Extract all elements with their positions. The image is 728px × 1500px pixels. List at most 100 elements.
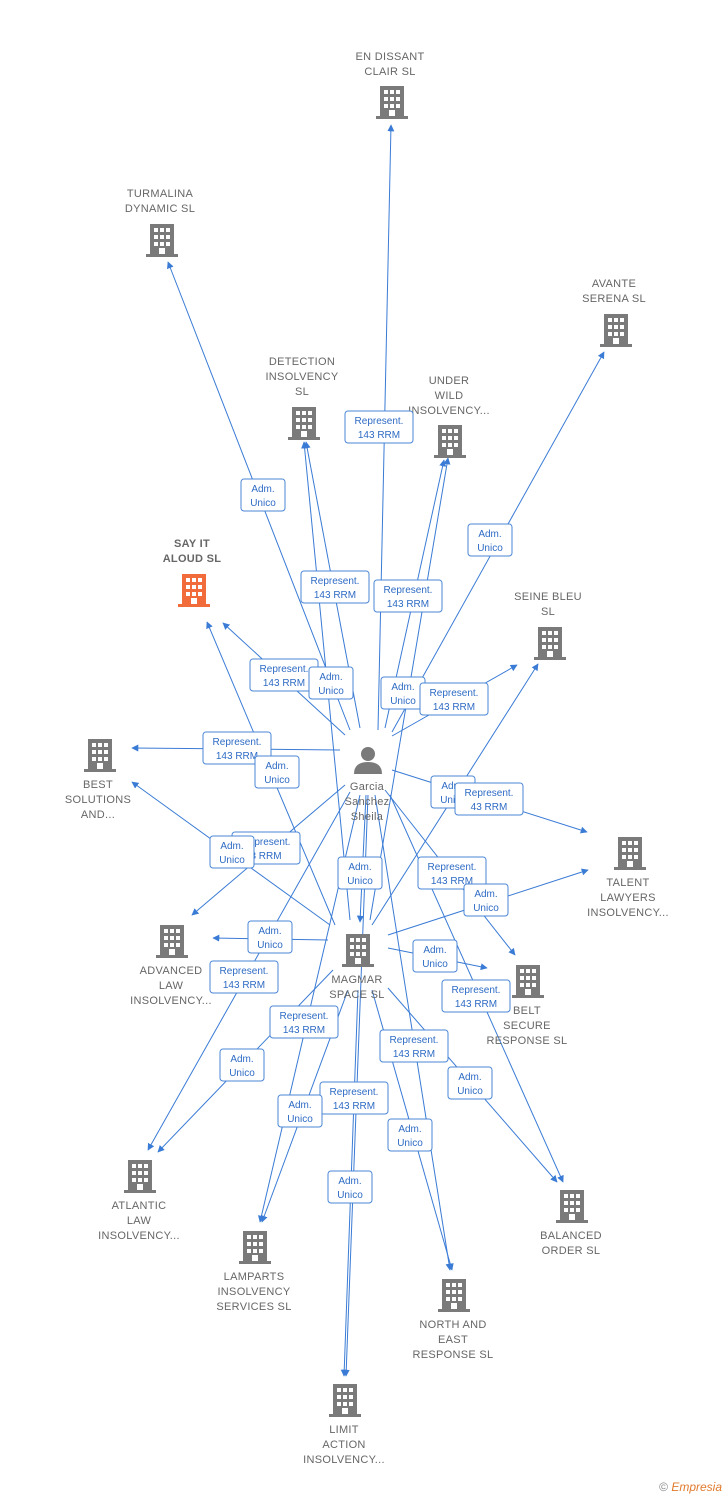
edge-label-text: 143 RRM [433,702,475,713]
edge-label[interactable]: Adm.Unico [467,523,513,557]
edge-label[interactable]: Adm.Unico [277,1094,323,1128]
edge-label-text: Unico [440,795,466,806]
node-label: ORDER SL [542,1245,601,1257]
edge-label-box [327,1170,373,1204]
edge-label-text: Adm. [220,841,243,852]
edge-label-text: Represent. [311,576,360,587]
edge-label-box [387,1118,433,1152]
edge-label[interactable]: Represent. 143 RRM [373,579,443,613]
edge-label[interactable]: Adm.Unico [380,676,426,710]
edge-label-text: 3 RRM [250,851,281,862]
edge-label[interactable]: Adm.Unico [327,1170,373,1204]
building-icon [124,1160,156,1193]
node-label: BEST [83,779,113,791]
edge-label[interactable]: Adm.Unico [219,1048,265,1082]
edge-label[interactable]: Represent.143 RRM [249,658,319,692]
node-under-wild[interactable]: UNDERWILDINSOLVENCY... [408,375,490,458]
node-label: INSOLVENCY... [98,1230,180,1242]
edge-label-box [412,939,458,973]
edge-label[interactable]: Adm.Unico [387,1118,433,1152]
edge-label[interactable]: Adm. Unico [247,920,293,954]
edge-label[interactable]: Represent.143 RRM [441,979,511,1013]
edge-label-text: 143 RRM [223,980,265,991]
edge-label-text: Unico [318,686,344,697]
edge-label-text: Represent. [220,966,269,977]
edge-label-text: 143 RRM [216,751,258,762]
edge-label[interactable]: Adm.Unico [447,1066,493,1100]
node-label: INSOLVENCY... [130,995,212,1007]
edge-label-text: Unico [390,696,416,707]
edge-label-text: Represent. [465,788,514,799]
node-label: SL [541,606,555,618]
edge-label-box [277,1094,323,1128]
edge-label-text: Unico [219,855,245,866]
edge-label[interactable]: Represent.143 RRM [300,570,370,604]
edge-label-box [379,1029,449,1063]
node-label: MAGMAR [331,974,382,986]
edge-label[interactable]: Represent.143 RRM [269,1005,339,1039]
edge-label[interactable]: Represent. 143 RRM [209,960,279,994]
node-best-solutions[interactable]: BESTSOLUTIONSAND... [65,739,131,821]
edge-label[interactable]: Adm.Unico [308,666,354,700]
edge-label-text: Adm. [338,1176,361,1187]
edge-label-text: Adm. [265,761,288,772]
edge-label-text: 143 RRM [263,678,305,689]
edge-label[interactable]: Represent.143 RRM [344,410,414,444]
edge-label[interactable]: Represent.143 RRM [419,682,489,716]
node-label: SAY IT [174,538,210,550]
edge-label-text: Unico [257,940,283,951]
edge-label-text: 143 RRM [393,1049,435,1060]
edge-label[interactable]: Represent.43 RRM [454,782,524,816]
node-atlantic[interactable]: ATLANTICLAWINSOLVENCY... [98,1160,180,1242]
node-label: ACTION [322,1439,365,1451]
node-talent[interactable]: TALENTLAWYERSINSOLVENCY... [587,837,669,919]
edge-label-text: 143 RRM [387,599,429,610]
node-label: LIMIT [329,1424,359,1436]
building-icon [614,837,646,870]
edge-label-text: Adm. [478,529,501,540]
node-limit[interactable]: LIMITACTIONINSOLVENCY... [303,1384,385,1466]
edge-label[interactable]: Represent.143 RRM [202,731,272,765]
edge-label-text: 143 RRM [283,1025,325,1036]
edge-label-box [254,755,300,789]
node-label: Garcia [350,781,385,793]
edge-label[interactable]: Adm. Unico [209,835,255,869]
edge-label-text: Adm. [458,1072,481,1083]
edge-label-text: Represent. [384,585,433,596]
building-icon [434,425,466,458]
edge-label[interactable]: Adm.Unico [254,755,300,789]
edge-label-text: Adm. [423,945,446,956]
edge-label-text: Unico [473,903,499,914]
node-label: TURMALINA [127,188,194,200]
edge-label[interactable]: Represent.143 RRM [417,856,487,890]
edge-label[interactable]: Represent.143 RRM [379,1029,449,1063]
edge-label-text: Represent. [452,985,501,996]
edge-label[interactable]: Represent.143 RRM [319,1081,389,1115]
edge-label[interactable]: Adm.Unico [412,939,458,973]
node-label: INSOLVENCY [265,371,338,383]
brand-logo: Empresia [671,1480,722,1494]
edge-label-box [467,523,513,557]
edge-label[interactable]: Adm.Unico [337,856,383,890]
edge-label-text: Adm. [230,1054,253,1065]
node-label: INSOLVENCY... [587,907,669,919]
edge-label-text: Adm. [258,926,281,937]
edge-label[interactable]: Adm.Unico [463,883,509,917]
edge-label-box [269,1005,339,1039]
node-advanced[interactable]: ADVANCEDLAWINSOLVENCY... [130,925,212,1007]
edge-label[interactable]: Adm.Unico [240,478,286,512]
node-label: EAST [438,1334,468,1346]
